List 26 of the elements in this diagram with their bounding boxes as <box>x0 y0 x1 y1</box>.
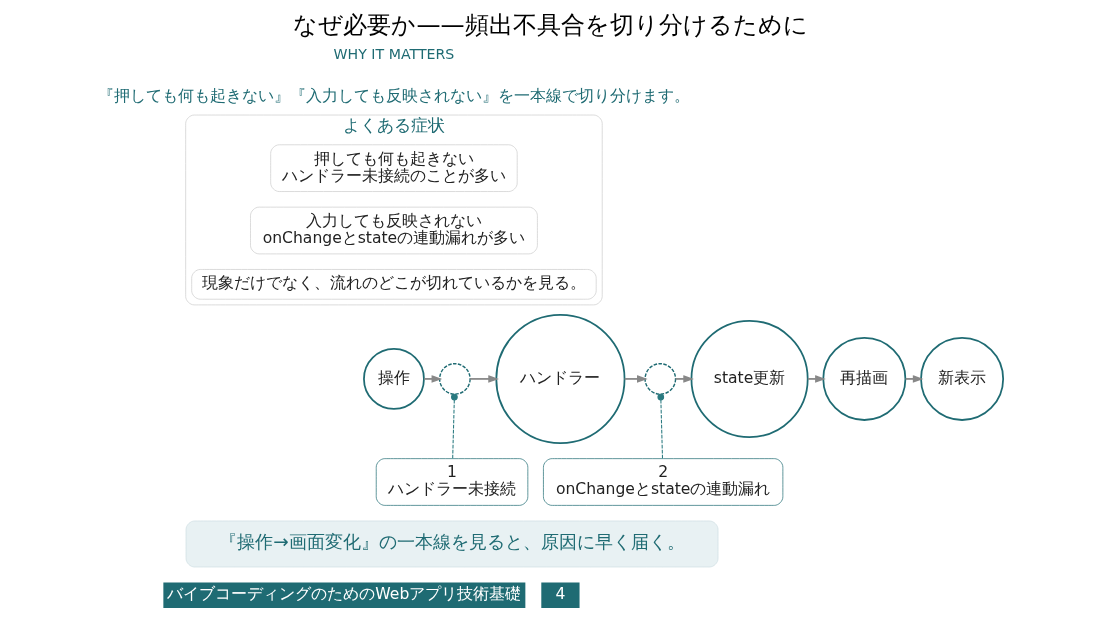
label: 『押しても何も起きない』『入力しても反映されない』を一本線で切り分けます。 <box>97 86 690 105</box>
connector <box>656 393 664 460</box>
node-box: 押しても何も起きない ハンドラー未接続のことが多い <box>269 144 518 192</box>
connector <box>450 393 458 460</box>
label: WHY IT MATTERS <box>333 46 454 63</box>
arrow <box>904 375 923 383</box>
node-box: 現象だけでなく、流れのどこが切れているかを見る。 <box>190 269 597 300</box>
arrow <box>674 375 694 383</box>
label: バイブコーディングのためのWebアプリ技術基礎 <box>166 585 521 604</box>
diagram-title: なぜ必要か——頻出不具合を切り分けるために <box>292 11 808 39</box>
node-box: 入力しても反映されない onChangeとstateの連動漏れが多い <box>249 206 538 255</box>
node-circle: 操作 <box>362 348 425 410</box>
node-circle: ハンドラー <box>494 313 625 444</box>
arrow <box>623 375 648 383</box>
arrow <box>468 375 499 383</box>
node-circle: 新表示 <box>919 336 1004 421</box>
node-box: 2 onChangeとstateの連動漏れ <box>542 458 783 506</box>
node-circle <box>643 363 676 395</box>
node-circle <box>438 363 471 395</box>
node-box: 1 ハンドラー未接続 <box>375 458 528 506</box>
arrow <box>422 375 442 383</box>
label: 4 <box>554 585 565 604</box>
arrow <box>806 375 826 383</box>
node-circle: state更新 <box>690 319 809 438</box>
node-circle: 再描画 <box>821 336 906 421</box>
node-box: 『操作→画面変化』の一本線を見ると、原因に早く届く。 <box>185 520 718 568</box>
